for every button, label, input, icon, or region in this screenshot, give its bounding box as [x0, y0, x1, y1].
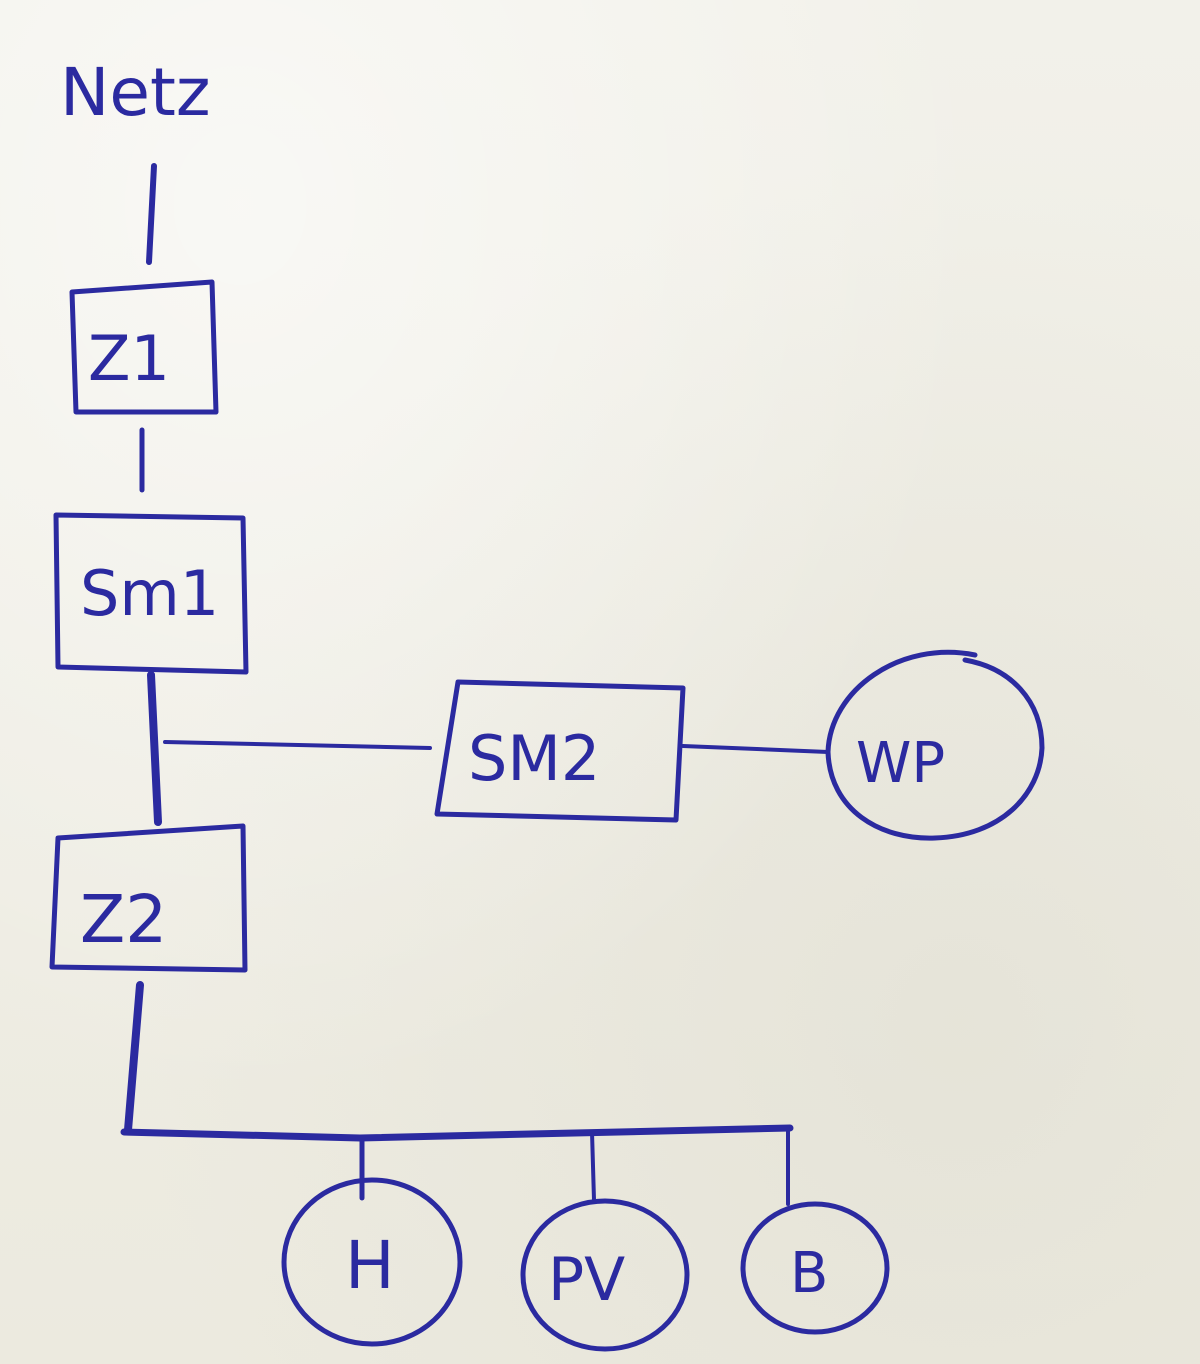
sm1-label: Sm1 — [80, 557, 219, 630]
wp-label: WP — [856, 731, 945, 796]
z2-box — [49, 823, 248, 973]
edge-sm1-z2 — [147, 671, 162, 826]
b-label: B — [790, 1241, 828, 1306]
b-circle — [740, 1201, 890, 1335]
edge-z2-bus — [124, 981, 144, 1134]
edge-sm2-wp — [681, 744, 830, 754]
z1-label: Z1 — [88, 322, 170, 395]
sm2-label: SM2 — [468, 722, 600, 795]
z1-box — [69, 279, 219, 415]
pv-label: PV — [548, 1245, 625, 1315]
wp-circle — [825, 649, 1045, 841]
sm1-box — [53, 512, 249, 675]
z2-label: Z2 — [80, 881, 167, 958]
grid-label: Netz — [60, 54, 211, 131]
h-label: H — [345, 1227, 395, 1304]
sm2-box — [434, 679, 686, 823]
z2-distribution-bus — [120, 1124, 794, 1142]
edge-z2-pv — [590, 1130, 596, 1202]
edge-grid-z1 — [146, 163, 157, 265]
pv-circle — [520, 1198, 690, 1352]
h-circle — [281, 1177, 463, 1347]
edge-sm1-sm2 — [163, 740, 432, 750]
